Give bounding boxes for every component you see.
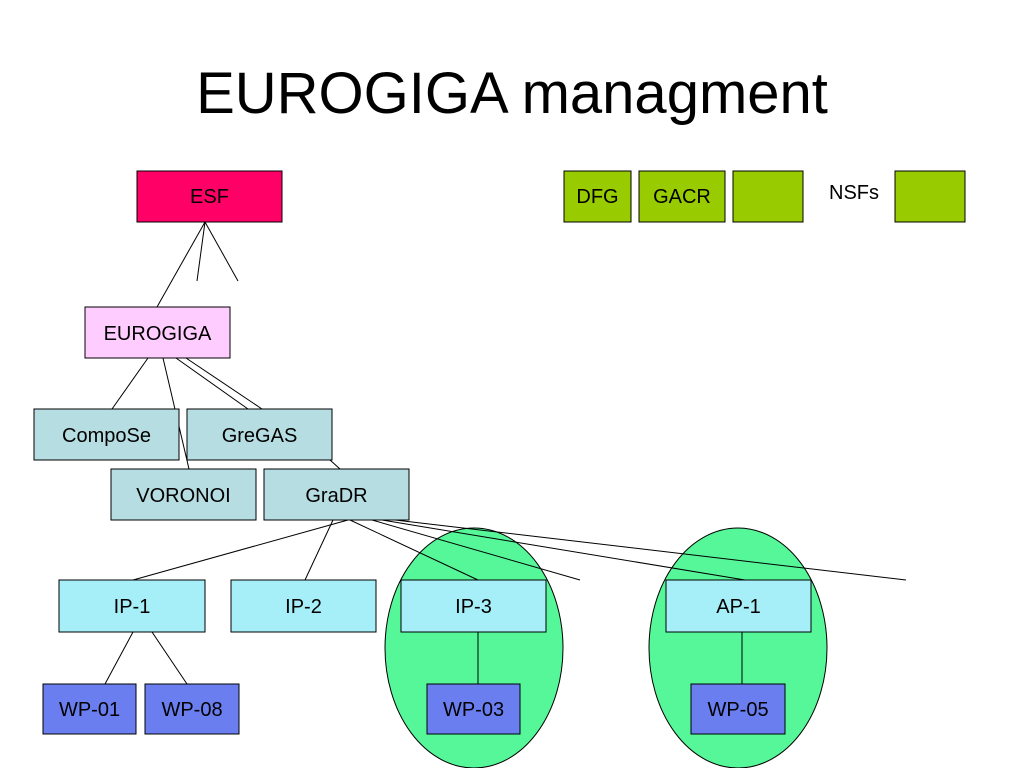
eurogiga-node: EUROGIGA xyxy=(84,306,231,359)
compose-node: CompoSe xyxy=(33,408,180,461)
dfg-node: DFG xyxy=(563,170,632,223)
wp08-node: WP-08 xyxy=(144,683,240,735)
wp01-label: WP-01 xyxy=(59,699,120,721)
compose-label: CompoSe xyxy=(62,425,151,447)
ip2-label: IP-2 xyxy=(285,596,322,618)
edge-gradr-stub-1 xyxy=(371,519,581,581)
gradr-node: GraDR xyxy=(263,468,410,521)
edge-eurogiga-compose xyxy=(111,357,149,410)
gradr-label: GraDR xyxy=(305,485,367,507)
gregas-node: GreGAS xyxy=(186,408,333,461)
edge-eurogiga-gregas-b xyxy=(185,357,263,410)
connector-lines xyxy=(104,221,907,685)
ip1-node: IP-1 xyxy=(58,579,206,633)
ip2-node: IP-2 xyxy=(230,579,377,633)
edge-esf-eurogiga xyxy=(156,221,206,308)
ap1-node: AP-1 xyxy=(665,579,812,633)
edge-gradr-stub-2 xyxy=(394,519,907,581)
wp08-label: WP-08 xyxy=(161,699,222,721)
ip1-label: IP-1 xyxy=(114,596,151,618)
ip3-label: IP-3 xyxy=(455,596,492,618)
ap1-label: AP-1 xyxy=(716,596,760,618)
wp05-label: WP-05 xyxy=(707,699,768,721)
edge-gradr-ip3 xyxy=(349,519,479,581)
nsf-blank-node-2 xyxy=(894,170,966,223)
wp01-node: WP-01 xyxy=(42,683,137,735)
gacr-node: GACR xyxy=(638,170,726,223)
edge-gradr-ap1 xyxy=(381,519,746,581)
edge-gradr-ip2 xyxy=(304,519,334,581)
wp03-label: WP-03 xyxy=(443,699,504,721)
edge-ip1-wp01 xyxy=(104,631,134,685)
edge-gregas-gradr xyxy=(329,459,341,470)
dfg-label: DFG xyxy=(576,186,618,208)
page-title: EUROGIGA managment xyxy=(196,61,828,126)
gacr-label: GACR xyxy=(653,186,711,208)
edge-gradr-ip1 xyxy=(132,519,349,581)
edge-esf-stub-2 xyxy=(204,221,239,282)
eurogiga-label: EUROGIGA xyxy=(104,323,212,345)
edge-esf-stub-1 xyxy=(196,221,206,282)
edge-eurogiga-gregas-a xyxy=(175,357,249,410)
nsfs-label: NSFs xyxy=(829,182,879,204)
gregas-label: GreGAS xyxy=(222,425,298,447)
ip3-node: IP-3 xyxy=(400,579,547,633)
wp05-node: WP-05 xyxy=(690,683,786,735)
nsf-blank-node-1 xyxy=(732,170,804,223)
esf-label: ESF xyxy=(190,186,229,208)
voronoi-label: VORONOI xyxy=(136,485,230,507)
voronoi-node: VORONOI xyxy=(110,468,257,521)
esf-node: ESF xyxy=(136,170,283,223)
edge-ip1-wp08 xyxy=(151,631,188,685)
wp03-node: WP-03 xyxy=(426,683,521,735)
